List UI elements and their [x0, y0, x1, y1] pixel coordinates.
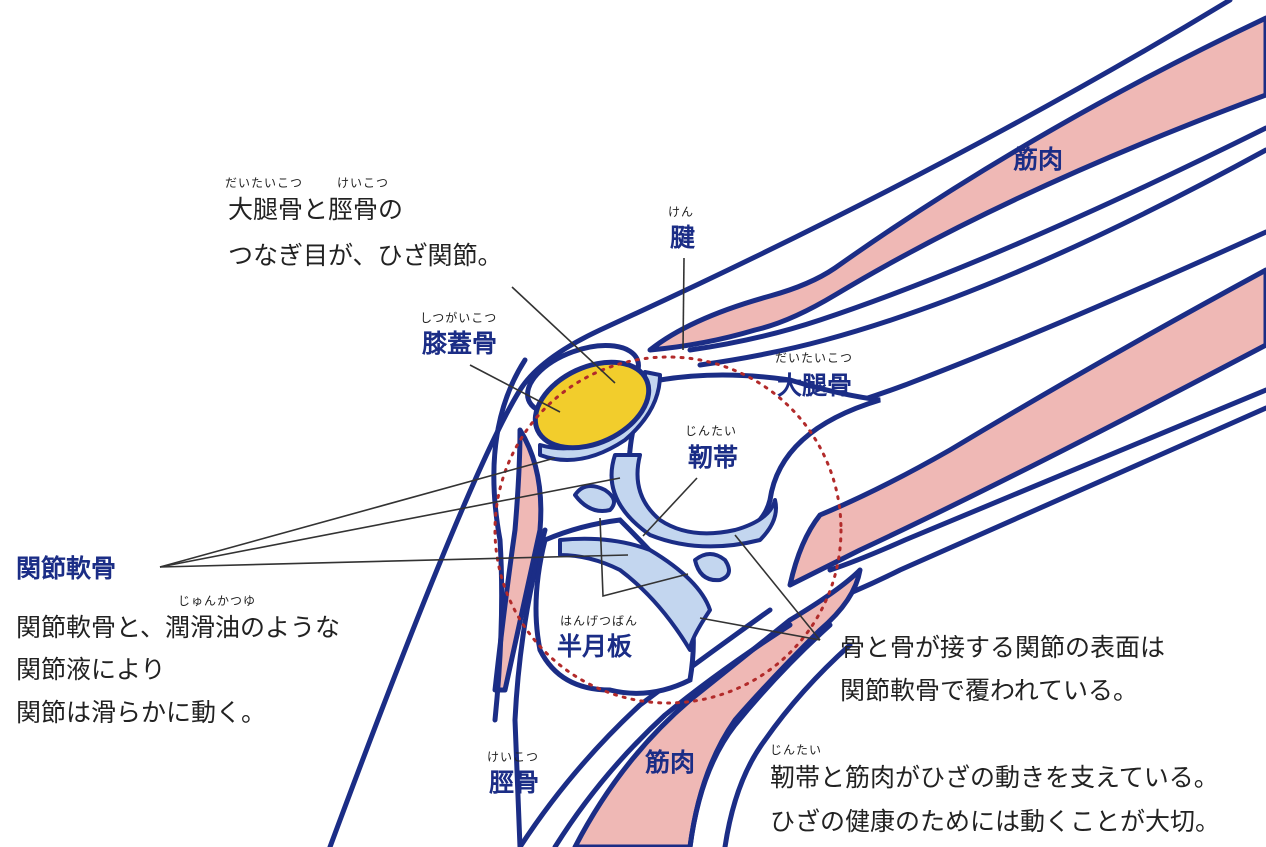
tendon-label: 腱 — [670, 223, 696, 252]
tibia-cartilage — [558, 536, 712, 652]
tibia-front-line — [491, 357, 528, 723]
patella-ruby: しつがいこつ — [420, 311, 498, 325]
femur-shaft-line-2 — [827, 387, 1266, 573]
leader-surface-2 — [699, 617, 821, 641]
top-note-line1: 大腿骨と脛骨の — [228, 195, 404, 224]
upper-muscle — [647, 15, 1266, 353]
ligament-label: 靭帯 — [688, 443, 739, 472]
tibia-label: 脛骨 — [489, 768, 540, 797]
leader-tendon — [682, 257, 685, 351]
leader-joint — [511, 286, 616, 384]
surface-note-line2: 関節軟骨で覆われている。 — [840, 676, 1139, 705]
meniscus-label: 半月板 — [557, 632, 633, 661]
leader-ligament — [642, 477, 698, 537]
patella-label: 膝蓋骨 — [422, 329, 498, 358]
top-note-line2: つなぎ目が、ひざ関節。 — [228, 241, 503, 270]
cartilage-note-ruby: じゅんかつゆ — [178, 594, 257, 608]
leader-surface-1 — [734, 534, 821, 641]
meniscus-ruby: はんげつばん — [560, 614, 639, 628]
cartilage-note-line2: 関節液により — [16, 655, 166, 684]
femur-cartilage — [609, 453, 778, 549]
bottom-note-line1: 靭帯と筋肉がひざの動きを支えている。 — [770, 763, 1219, 792]
calf-muscle — [572, 567, 863, 847]
calf-line-1 — [517, 607, 773, 847]
leader-cartilage-3 — [159, 554, 629, 568]
joint-circle — [493, 355, 843, 705]
muscle-lower-label: 筋肉 — [645, 748, 696, 777]
leader-cartilage-2 — [159, 477, 621, 568]
thigh-outer-line-3 — [697, 147, 1266, 368]
meniscus-back — [693, 552, 731, 583]
calf-line-2 — [552, 622, 793, 847]
cartilage-label: 関節軟骨 — [16, 554, 117, 583]
surface-note-line1: 骨と骨が接する関節の表面は — [840, 633, 1166, 662]
femur-shaft-line-3 — [817, 405, 1266, 608]
meniscus-front — [573, 484, 616, 513]
bottom-note-ruby: じんたい — [770, 743, 823, 757]
thigh-outer-line-2 — [687, 125, 1266, 353]
tibia-back-line — [512, 527, 548, 847]
cartilage-note-line1: 関節軟骨と、潤滑油のような — [16, 613, 341, 642]
leader-cartilage-1 — [159, 457, 556, 568]
muscle-upper-label: 筋肉 — [1013, 145, 1064, 174]
ligament-ruby: じんたい — [685, 424, 738, 438]
femur-label: 大腿骨 — [777, 371, 853, 400]
cartilage-note-line3: 関節は滑らかに動く。 — [16, 698, 267, 727]
calf-line-3 — [687, 622, 833, 847]
leader-meniscus — [599, 517, 689, 598]
tendon-ruby: けん — [668, 205, 695, 219]
leader-patella — [469, 364, 561, 413]
calf-line-4 — [722, 642, 853, 847]
lower-muscle-upper — [787, 267, 1266, 588]
femur-ruby: だいたいこつ — [775, 351, 854, 365]
ruby-daitaikotsu: だいたいこつ — [225, 176, 304, 190]
patella — [532, 359, 652, 451]
ruby-keikotsu: けいこつ — [337, 176, 390, 190]
thigh-outer-line-1 — [327, 0, 1233, 847]
tibia-ruby: けいこつ — [487, 750, 540, 764]
bottom-note-line2: ひざの健康のためには動くことが大切。 — [770, 807, 1221, 836]
